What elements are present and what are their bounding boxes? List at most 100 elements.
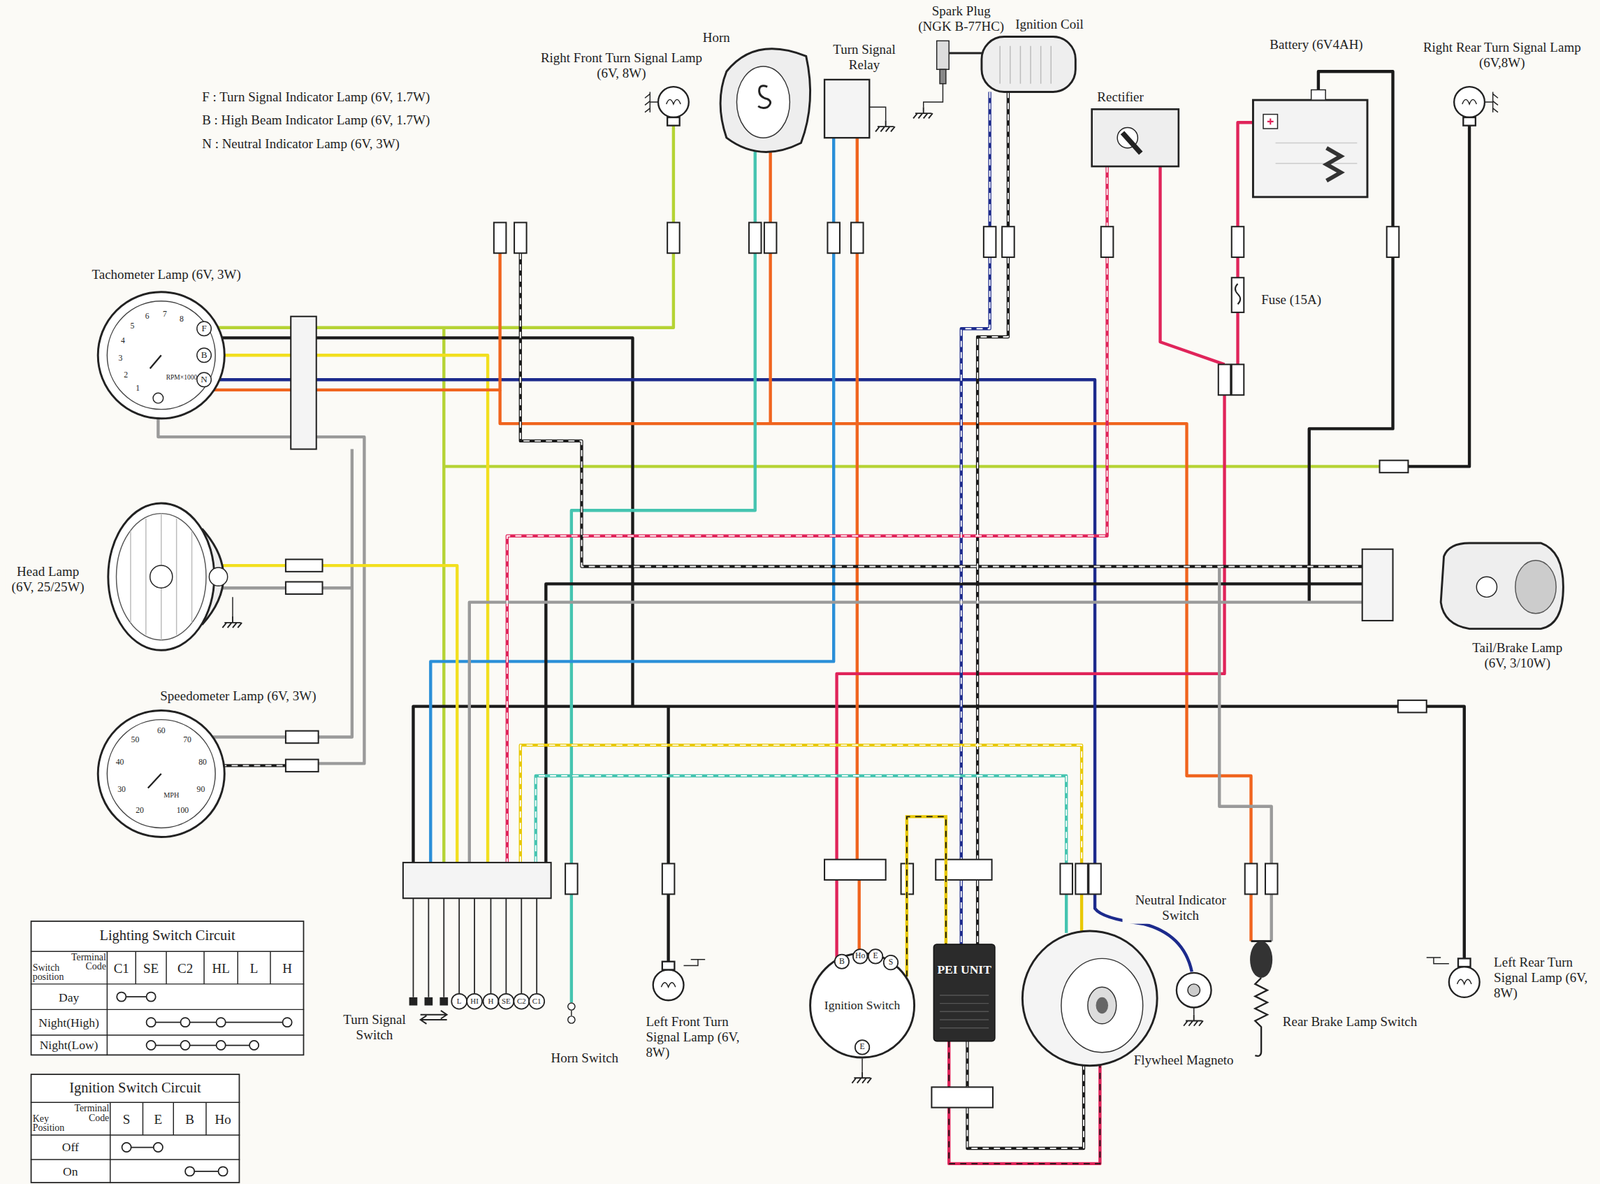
table-cell: C2 — [166, 950, 205, 984]
part-shape — [493, 222, 507, 253]
wire-path — [269, 950, 271, 984]
part-shape — [748, 222, 762, 253]
part-shape — [1379, 460, 1409, 474]
part-ellipse — [1087, 986, 1117, 1024]
wire-path — [316, 436, 365, 763]
component-label: Speedometer Lamp (6V, 3W) — [157, 688, 318, 705]
scale-number: 80 — [198, 758, 207, 767]
table-cell: SE — [135, 950, 167, 984]
part-circle — [853, 948, 868, 963]
table-cell: Night(High) — [30, 1008, 108, 1035]
scale-number: 30 — [117, 786, 126, 795]
scale-number: 2 — [123, 371, 128, 381]
scale-unit: RPM×1000 — [166, 374, 198, 381]
wire-path — [231, 596, 233, 617]
part-shape — [1458, 957, 1471, 967]
wire-path — [237, 950, 239, 984]
wire-tracer — [535, 775, 1067, 864]
component-label: Head Lamp (6V, 25/25W) — [4, 564, 91, 596]
wire-tracer — [948, 1063, 1100, 1164]
part-shape — [1362, 549, 1394, 621]
table-cell: Day — [30, 983, 108, 1010]
wire-path — [507, 257, 1108, 863]
wire-path — [1249, 893, 1253, 941]
switch-table: Ignition Switch CircuitTerminal CodeKey … — [30, 1073, 240, 1183]
wire-path — [30, 1133, 240, 1135]
wire-path — [570, 1010, 572, 1016]
part-shape — [1092, 108, 1179, 167]
wire-tracer — [966, 1041, 969, 1088]
shape-group — [157, 71, 1470, 1164]
part-circle — [97, 292, 225, 419]
part-circle — [106, 719, 216, 828]
wire-tracer — [977, 257, 1009, 860]
terminal-code: N — [200, 375, 207, 385]
wire-path — [1407, 125, 1470, 467]
wire-path — [165, 950, 167, 984]
part-circle — [653, 969, 685, 1000]
wire-path — [660, 99, 1477, 987]
component-label: Rectifier — [1094, 90, 1146, 106]
ground-symbol — [913, 106, 933, 119]
wire-path — [322, 586, 353, 589]
terminal-code: HI — [470, 997, 479, 1005]
scale-number: 1 — [135, 384, 140, 393]
part-shape — [31, 1073, 240, 1183]
part-shape — [285, 558, 323, 572]
wire-path — [1270, 893, 1274, 941]
component-label: Flywheel Magneto — [1131, 1052, 1236, 1069]
wire-path — [109, 1101, 111, 1183]
part-shape — [827, 222, 840, 253]
wire-path — [30, 950, 304, 951]
scale-number: 6 — [145, 312, 150, 321]
wire-path — [948, 1063, 1100, 1164]
part-shape — [1101, 226, 1114, 258]
part-name: Ignition Switch — [815, 990, 909, 1020]
part-shape — [667, 222, 680, 253]
wire-tracer — [1106, 166, 1109, 227]
unit-label: PEI UNIT — [936, 952, 993, 988]
part-shape — [1231, 364, 1245, 395]
wire-path — [204, 735, 286, 738]
shape-group — [653, 86, 1485, 1000]
wire-path — [218, 563, 286, 567]
terminal-code: E — [868, 948, 883, 963]
ground-symbol — [222, 616, 242, 628]
wire-path — [1160, 166, 1225, 365]
wire-path — [999, 46, 1051, 84]
wire-path — [1122, 132, 1141, 154]
wire-path — [30, 1158, 240, 1160]
scale-number: 4 — [120, 336, 126, 346]
wire-path — [520, 744, 1082, 863]
switch-table: Lighting Switch CircuitTerminal CodeSwit… — [30, 920, 304, 1056]
terminal-code: SE — [501, 997, 511, 1005]
part-shape — [1001, 226, 1015, 258]
part-shape — [290, 316, 317, 450]
wire-path — [211, 252, 500, 390]
wire-path — [148, 773, 162, 788]
wire-path — [1326, 148, 1341, 181]
wire-path — [205, 1101, 207, 1135]
terminal-code: Ho — [853, 948, 868, 963]
part-shape — [1245, 863, 1258, 895]
wire-tracer — [960, 879, 963, 944]
part-ellipse — [108, 503, 215, 650]
wire-path — [1080, 893, 1083, 933]
component-label: Spark Plug (NGK B-77HC) — [915, 4, 1007, 35]
scale-number: 70 — [183, 735, 192, 745]
part-circle — [146, 992, 156, 1002]
wire-path — [1193, 1006, 1195, 1014]
part-circle — [180, 1040, 191, 1050]
scale-number: 20 — [135, 806, 144, 815]
part-circle — [466, 993, 483, 1009]
part-ellipse — [736, 66, 790, 138]
terminal-code: B — [201, 350, 208, 360]
wire-path — [318, 449, 353, 738]
wire-path — [861, 1057, 863, 1072]
wire-path — [837, 394, 1225, 860]
wire-path — [758, 85, 771, 109]
part-shape — [981, 37, 1076, 93]
component-label: Tachometer Lamp (6V, 3W) — [90, 267, 244, 283]
wire-path — [857, 879, 861, 955]
scale-number: 100 — [176, 806, 190, 815]
